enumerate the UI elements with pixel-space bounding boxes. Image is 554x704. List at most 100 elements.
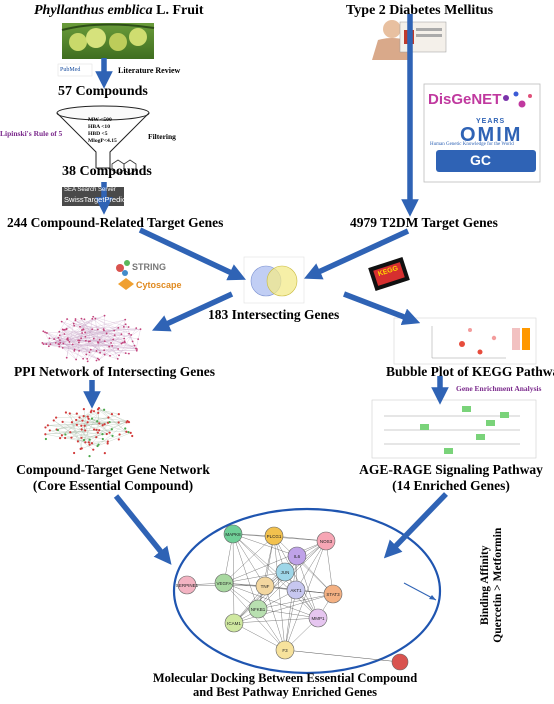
gene-node-label: MAPK8 xyxy=(225,532,241,537)
compound-node xyxy=(97,406,101,410)
compound-edge xyxy=(97,422,127,447)
ppi-edge xyxy=(43,343,129,354)
gene-node xyxy=(248,599,268,619)
compound-node xyxy=(124,427,127,430)
compound-node xyxy=(48,429,51,432)
pathway-map-image xyxy=(371,399,537,459)
compound-node xyxy=(86,421,89,424)
compounds-38-label: 38 Compounds xyxy=(62,164,152,179)
compound-edge xyxy=(56,421,110,430)
ppi-node xyxy=(84,335,87,338)
compound-node xyxy=(88,438,91,441)
ppi-edge xyxy=(79,318,93,327)
compound-edge xyxy=(81,421,129,430)
ppi-node xyxy=(61,328,64,331)
omim-subtitle: Human Genetic Knowledge for the World xyxy=(430,142,514,147)
ppi-edge xyxy=(109,346,126,354)
ppi-node xyxy=(89,348,92,351)
ppi-edge xyxy=(62,347,77,360)
compound-node xyxy=(103,423,106,426)
compound-edge xyxy=(56,416,88,418)
ppi-node xyxy=(58,345,61,348)
docking-line1: Molecular Docking Between Essential Comp… xyxy=(152,671,418,685)
compound-network-line1: Compound-Target Gene Network xyxy=(16,462,210,477)
ppi-edge xyxy=(59,318,96,341)
compound-node xyxy=(131,434,134,438)
docking-edge xyxy=(232,533,259,610)
ppi-node xyxy=(113,334,116,337)
ppi-node xyxy=(73,348,76,351)
compound-node xyxy=(96,420,99,423)
sea-logo-text: SEA Search Server xyxy=(64,187,116,193)
ppi-node xyxy=(74,319,77,322)
compound-edge xyxy=(61,410,92,436)
ppi-node xyxy=(91,328,94,331)
ppi-node xyxy=(57,336,60,339)
compound-node xyxy=(90,417,94,420)
ppi-node xyxy=(133,344,136,347)
ppi-node xyxy=(84,331,86,334)
docking-edge xyxy=(233,617,319,624)
compound-node xyxy=(110,428,113,431)
arrow-pathway-to-docking xyxy=(383,492,448,559)
compound-node xyxy=(64,436,67,440)
ppi-node xyxy=(116,358,119,360)
compounds-57-label: 57 Compounds xyxy=(58,84,148,99)
compound-node xyxy=(44,433,47,436)
compound-edge xyxy=(49,430,98,447)
ppi-edge xyxy=(103,315,105,331)
compound-node xyxy=(103,408,106,411)
compound-node xyxy=(107,416,110,419)
ppi-edge xyxy=(79,333,107,351)
ppi-node xyxy=(74,318,77,320)
compound-target-network-image xyxy=(44,406,134,458)
ppi-edge xyxy=(79,341,105,351)
gene-node-label: STAT3 xyxy=(326,592,340,597)
compound-node xyxy=(44,437,48,441)
age-rage-label: AGE-RAGE Signaling Pathway (14 Enriched … xyxy=(356,462,546,493)
compound-edge xyxy=(62,421,93,444)
docking-edge xyxy=(273,535,319,619)
compound-edge xyxy=(97,432,131,447)
filter-funnel xyxy=(56,105,150,175)
compound-edge xyxy=(71,422,79,442)
ppi-node xyxy=(53,338,56,340)
ppi-node xyxy=(45,343,48,345)
ppi-edge xyxy=(54,319,68,340)
swiss-logo-text: SwissTargetPrediction xyxy=(64,195,138,204)
compound-edge xyxy=(65,414,119,435)
ppi-node xyxy=(58,343,61,346)
ppi-node xyxy=(122,341,124,344)
compound-node xyxy=(82,408,85,411)
docking-edge xyxy=(296,555,319,619)
ppi-node xyxy=(81,332,84,334)
compound-node xyxy=(68,412,71,415)
compound-node xyxy=(97,411,100,415)
genecards-logo: GC xyxy=(470,152,491,168)
string-cytoscape-logos xyxy=(116,260,134,290)
ppi-edge xyxy=(73,323,137,350)
gene-node-label: F3 xyxy=(282,648,288,653)
ppi-edge xyxy=(75,350,80,360)
gene-node-label: NOS3 xyxy=(320,539,333,544)
binding-affinity-line1: Binding Affinity xyxy=(478,545,491,626)
ppi-node xyxy=(128,332,130,335)
arrow-venn-to-kegg xyxy=(343,291,421,326)
docking-edge xyxy=(284,540,327,651)
compound-node xyxy=(101,437,104,441)
compound-node xyxy=(52,419,55,422)
compound-node xyxy=(108,420,111,424)
compound-node xyxy=(55,416,58,419)
ppi-node xyxy=(62,342,65,345)
ppi-edge xyxy=(81,319,126,331)
ppi-edge xyxy=(92,318,115,336)
compound-node xyxy=(84,429,87,432)
ppi-node xyxy=(139,328,142,331)
ppi-node xyxy=(109,354,111,357)
ppi-node xyxy=(54,341,57,344)
compound-node xyxy=(97,443,100,446)
ppi-node xyxy=(88,351,91,354)
ppi-node xyxy=(44,331,46,334)
compound-node xyxy=(105,432,108,436)
compound-node xyxy=(58,437,62,440)
